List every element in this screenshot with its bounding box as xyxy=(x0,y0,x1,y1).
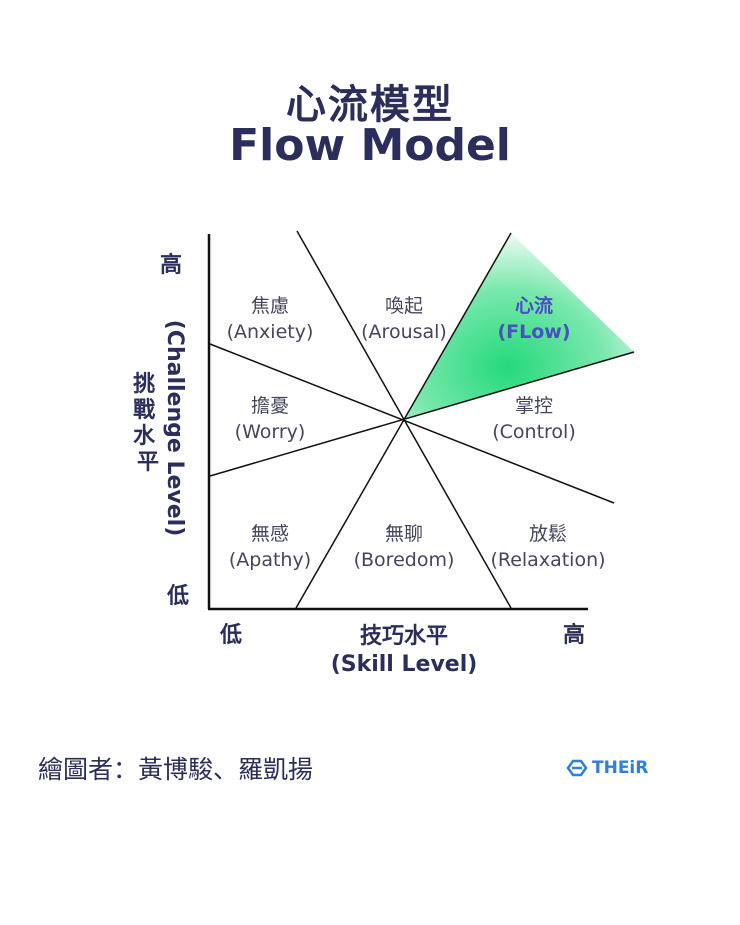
zone-boredom-en: (Boredom) xyxy=(354,549,455,571)
zone-worry-en: (Worry) xyxy=(235,421,306,443)
flow-zone-fill xyxy=(404,233,634,419)
title-chinese: 心流模型 xyxy=(286,82,454,128)
y-axis-label-zh-char-3: 水 xyxy=(133,424,156,449)
zone-boredom-zh: 無聊 xyxy=(385,523,423,545)
y-axis-label-zh-char-4: 平 xyxy=(137,450,159,475)
y-axis-label-zh-char-1: 挑 xyxy=(133,372,155,397)
divider-line-c xyxy=(209,351,635,477)
y-axis-high: 高 xyxy=(160,252,182,278)
illustrator-credit: 繪圖者：黃博駿、羅凱揚 xyxy=(38,755,314,784)
zone-relaxation-zh: 放鬆 xyxy=(529,523,567,545)
x-axis-label-en: (Skill Level) xyxy=(331,652,478,677)
zone-control-zh: 掌控 xyxy=(515,395,553,417)
y-axis-label-zh-char-2: 戰 xyxy=(133,398,155,423)
x-axis-label-zh: 技巧水平 xyxy=(360,624,448,649)
x-axis-high: 高 xyxy=(563,622,585,648)
x-axis-low: 低 xyxy=(219,623,242,648)
zone-control-en: (Control) xyxy=(492,421,576,443)
brand-logo-icon xyxy=(566,759,588,777)
zone-relaxation-en: (Relaxation) xyxy=(490,549,605,571)
brand-logo-text: THEiR xyxy=(592,758,649,778)
title-english: Flow Model xyxy=(229,120,511,171)
divider-line-d xyxy=(209,343,615,504)
y-axis-label-en: (Challenge Level) xyxy=(162,320,187,537)
y-axis-low: 低 xyxy=(166,584,189,609)
zone-apathy-en: (Apathy) xyxy=(229,549,311,571)
zone-apathy-zh: 無感 xyxy=(251,523,289,545)
zone-flow-en: (FLow) xyxy=(497,321,570,343)
zone-flow-zh: 心流 xyxy=(515,294,553,317)
zone-anxiety-zh: 焦慮 xyxy=(251,295,289,317)
brand-logo[interactable]: THEiR xyxy=(566,756,648,780)
zone-worry-zh: 擔憂 xyxy=(251,395,289,417)
zone-anxiety-en: (Anxiety) xyxy=(227,321,314,343)
y-axis-label-zh: 挑 戰 水 平 xyxy=(133,372,163,475)
zone-arousal-en: (Arousal) xyxy=(361,321,447,343)
zone-arousal-zh: 喚起 xyxy=(385,295,423,317)
